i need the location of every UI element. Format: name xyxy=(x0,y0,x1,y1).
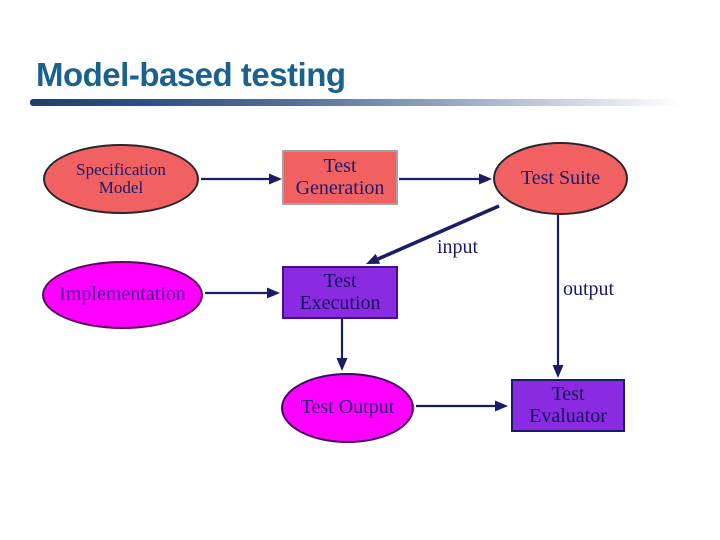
node-test-generation: Test Generation xyxy=(282,150,398,205)
slide-title: Model-based testing xyxy=(36,56,346,93)
node-test-output-label: Test Output xyxy=(300,396,395,419)
node-test-suite: Test Suite xyxy=(493,142,628,215)
title-underline xyxy=(30,99,702,106)
edge-spec-to-generation-arrowhead xyxy=(269,173,282,185)
node-test-evaluator: Test Evaluator xyxy=(511,379,625,432)
edge-generation-to-suite-arrowhead xyxy=(479,173,492,185)
edge-implementation-to-execution-arrowhead xyxy=(267,287,280,299)
node-implementation: Implementation xyxy=(42,261,203,329)
node-specification-model: Specification Model xyxy=(43,144,199,214)
node-test-generation-label-line2: Generation xyxy=(295,176,385,199)
node-test-evaluator-label-line1: Test xyxy=(551,382,585,405)
edge-label-input: input xyxy=(437,236,479,258)
node-test-execution-label-line1: Test xyxy=(323,269,357,292)
node-implementation-label: Implementation xyxy=(59,283,186,306)
node-test-output: Test Output xyxy=(281,373,414,443)
node-test-evaluator-label-line2: Evaluator xyxy=(529,404,607,427)
node-test-execution-label-line2: Execution xyxy=(299,291,381,314)
edge-suite-to-execution-arrowhead xyxy=(366,253,381,264)
edge-execution-to-output-arrowhead xyxy=(336,358,348,371)
node-test-suite-label: Test Suite xyxy=(520,166,601,189)
node-specification-model-label-line1: Specification xyxy=(76,159,166,179)
node-test-generation-label-line1: Test xyxy=(323,154,357,177)
edge-output-to-evaluator-arrowhead xyxy=(495,400,508,412)
node-specification-model-label-line2: Model xyxy=(98,178,144,197)
node-test-execution: Test Execution xyxy=(282,266,398,319)
edge-suite-to-evaluator-arrowhead xyxy=(552,365,564,378)
edge-label-output: output xyxy=(563,278,615,300)
